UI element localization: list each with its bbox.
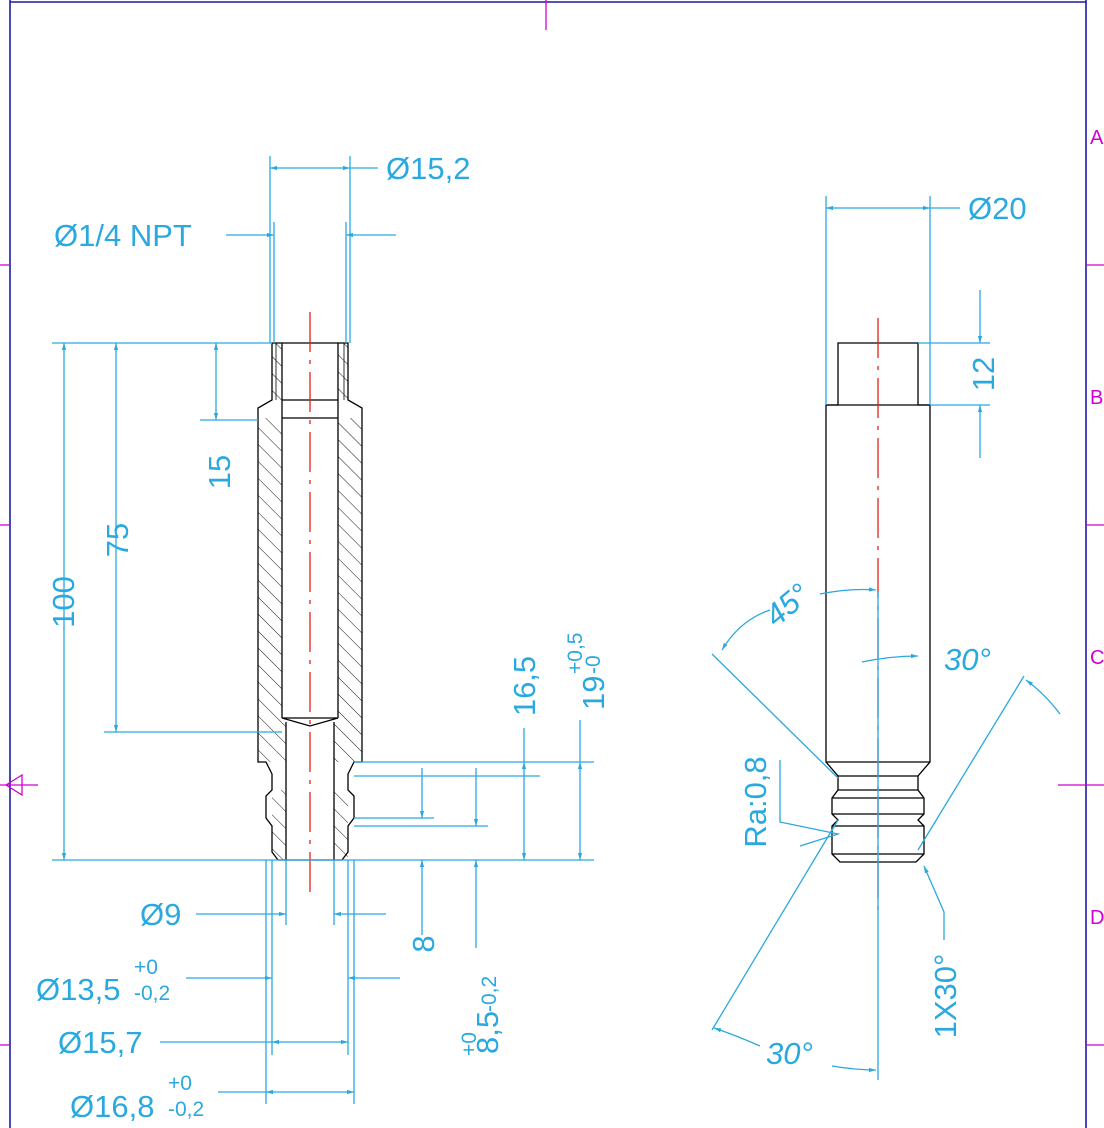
- dim-d13-5-tol-low: -0,2: [134, 982, 170, 1005]
- section-hatch-left: [258, 418, 286, 762]
- section-hatch-tip-right: [334, 790, 348, 860]
- chamfer-callout: 1X30°: [928, 954, 963, 1039]
- dim-length-8-5-tol-low: -0,2: [478, 976, 501, 1012]
- dim-length-75: 75: [100, 523, 135, 557]
- dim-d9: Ø9: [140, 897, 181, 932]
- angle-30-bottom: 30°: [766, 1036, 813, 1071]
- dim-d16-8: Ø16,8: [70, 1089, 154, 1124]
- dim-length-19: 19: [576, 676, 611, 710]
- dim-d13-5-tol-up: +0: [134, 956, 158, 979]
- zone-label-a: A: [1090, 127, 1104, 149]
- dim-d15-2: Ø15,2: [386, 151, 470, 186]
- dim-length-19-tol-low: -0: [582, 655, 605, 674]
- zone-label-b: B: [1090, 387, 1103, 409]
- dim-length-100: 100: [46, 576, 81, 628]
- drawing-frame: [9, 0, 1087, 1128]
- angle-45: 45°: [758, 576, 816, 633]
- dim-d20: Ø20: [968, 191, 1027, 226]
- dim-d16-8-tol-up: +0: [168, 1072, 192, 1095]
- dim-length-15: 15: [202, 455, 237, 489]
- angle-30-top: 30°: [944, 642, 991, 677]
- section-hatch-thread-right: [338, 343, 348, 400]
- dim-length-19-group: 19 +0,5 -0: [564, 633, 611, 710]
- zone-label-c: C: [1090, 647, 1104, 669]
- dim-d1-4-npt: Ø1/4 NPT: [54, 218, 192, 253]
- section-hatch-tip-left: [272, 790, 286, 860]
- dim-d13-5: Ø13,5: [36, 972, 120, 1007]
- zone-label-d: D: [1090, 907, 1104, 929]
- side-dimension-lines: [711, 196, 1061, 1080]
- dim-length-8-5: 8,5: [470, 1011, 505, 1054]
- dim-d15-7: Ø15,7: [58, 1025, 142, 1060]
- dim-length-12: 12: [966, 357, 1001, 391]
- dim-length-16-5: 16,5: [507, 656, 542, 716]
- zone-ticks: [0, 0, 1104, 1046]
- dim-length-19-tol-up: +0,5: [564, 633, 587, 674]
- section-hatch-thread-left: [272, 343, 282, 400]
- dim-length-8: 8: [406, 935, 441, 952]
- dim-length-8-5-tol-up: +0: [458, 1032, 481, 1056]
- dim-length-8-5-group: 8,5 +0 -0,2: [458, 976, 505, 1056]
- dim-d16-8-tol-low: -0,2: [168, 1098, 204, 1121]
- section-hatch-right: [334, 418, 362, 762]
- section-dimension-lines: [52, 156, 594, 1104]
- section-view: [257, 312, 363, 892]
- surface-roughness: Ra:0,8: [738, 756, 773, 847]
